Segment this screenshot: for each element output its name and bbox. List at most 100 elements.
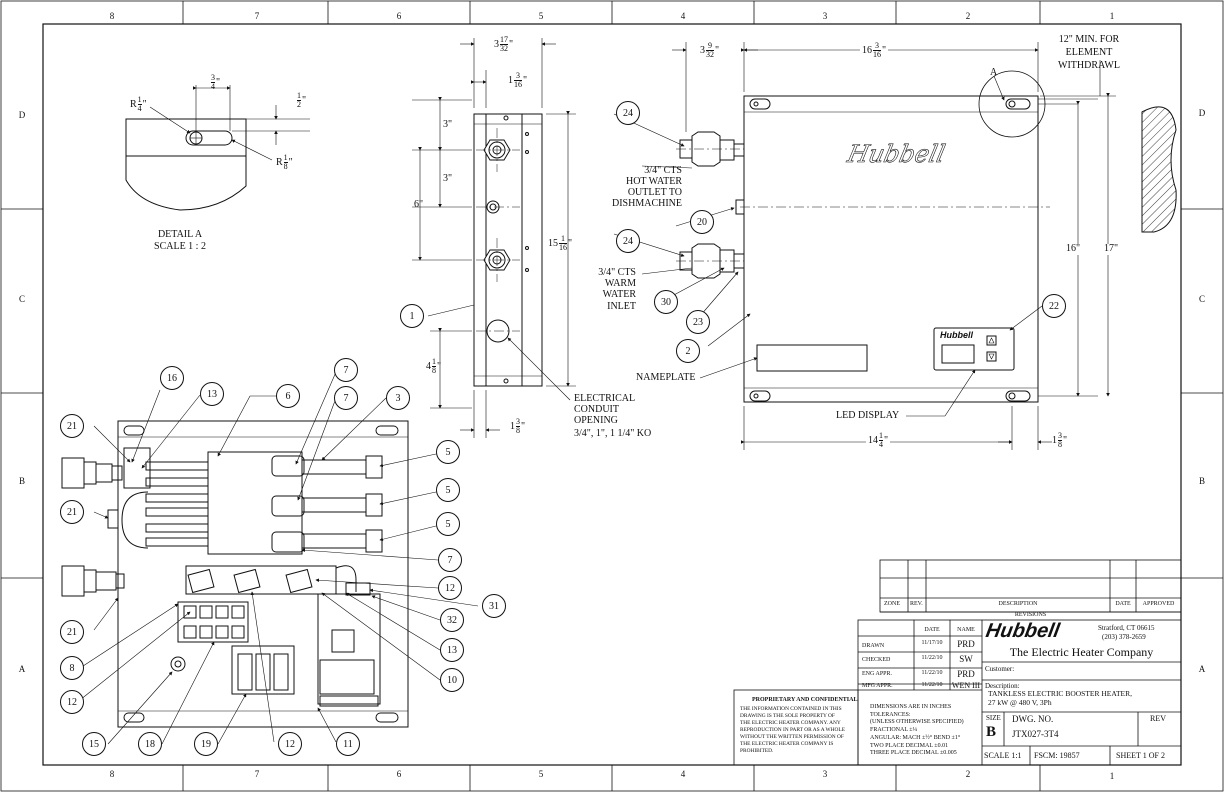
title-sheet: SHEET 1 OF 2 [1116,751,1165,760]
min-note-1: 12" MIN. FOR [1058,34,1120,45]
approvals-date-checked: 11/22/10 [921,655,943,661]
zone-2-top: 2 [965,11,971,21]
zone-c-right: C [1198,294,1205,304]
warm-inlet-1: 3/4" CTS [598,267,636,278]
balloon-2: 2 [676,339,700,363]
approvals-date-eng: 11/22/10 [921,670,943,676]
title-dwg-no-label: DWG. NO. [1012,714,1054,724]
balloon-21b: 21 [60,500,84,524]
balloon-22: 22 [1042,294,1066,318]
tolerance-line-2: TOLERANCES: [870,712,911,718]
tolerance-line-7: THREE PLACE DECIMAL ±0.005 [870,750,957,756]
proprietary-title: PROPRIETARY AND CONFIDENTIAL [752,697,858,703]
balloon-21a: 21 [60,414,84,438]
warm-inlet-4: INLET [607,301,636,312]
side-dim-3a: 3" [443,119,453,130]
zone-1-top: 1 [1109,11,1115,21]
balloon-19: 19 [194,732,218,756]
balloon-5c: 5 [436,512,460,536]
revisions-title: REVISIONS [1014,612,1047,618]
balloon-11: 11 [336,732,360,756]
front-hubbell-logo: Hubbell [845,140,948,169]
detail-a-callout: A [990,67,998,78]
balloon-31: 31 [482,594,506,618]
balloon-18: 18 [138,732,162,756]
proprietary-line-4: REPRODUCTION IN PART OR AS A WHOLE [740,727,846,733]
proprietary-line-5: WITHOUT THE WRITTEN PERMISSION OF [740,734,844,740]
zone-b-left: B [18,476,25,486]
zone-a-left: A [18,664,26,674]
zone-8-top: 8 [109,11,115,21]
panel-hubbell-logo: Hubbell [940,330,973,340]
hot-outlet-4: DISHMACHINE [612,198,682,209]
balloon-30: 30 [654,290,678,314]
balloon-16: 16 [160,366,184,390]
warm-inlet-2: WARM [604,278,636,289]
conduit-note-3: OPENING [574,415,618,426]
title-hubbell-logo: Hubbell [984,620,1062,642]
balloon-12c: 12 [278,732,302,756]
title-size-value: B [986,724,997,740]
balloon-7c: 7 [438,548,462,572]
zone-5-bottom: 5 [538,769,544,779]
zone-4-top: 4 [680,11,686,21]
balloon-10: 10 [440,668,464,692]
title-fscm: FSCM: 19857 [1034,751,1080,760]
zone-d-left: D [18,110,26,120]
balloon-13b: 13 [440,638,464,662]
zone-c-left: C [18,294,25,304]
title-scale: SCALE 1:1 [984,751,1022,760]
front-dim-17: 17" [1104,243,1119,255]
approvals-name-drawn: PRD [957,639,975,649]
rev-approved-header: APPROVED [1142,601,1175,607]
approvals-date-mfg: 11/22/10 [921,682,943,688]
led-display-label: LED DISPLAY [836,410,900,421]
balloon-8: 8 [60,656,84,680]
rev-date-header: DATE [1115,601,1131,607]
balloon-21c: 21 [60,620,84,644]
warm-inlet-3: WATER [602,289,636,300]
balloon-15: 15 [82,732,106,756]
balloon-12b: 12 [60,690,84,714]
balloon-12a: 12 [438,576,462,600]
title-rev-label: REV [1150,714,1166,723]
min-note-2: ELEMENT [1065,47,1113,58]
zone-7-top: 7 [254,11,260,21]
zone-a-right: A [1198,664,1206,674]
rev-description-header: DESCRIPTION [998,601,1038,607]
approvals-role-checked: CHECKED [862,657,891,663]
zone-7-bottom: 7 [254,769,260,779]
conduit-note-1: ELECTRICAL [574,393,636,404]
zone-6-bottom: 6 [396,769,402,779]
side-dim-6: 6" [414,199,424,210]
balloon-24b: 24 [616,229,640,253]
min-note-3: WITHDRAWL [1058,60,1120,71]
title-company-name: The Electric Heater Company [1009,645,1154,659]
balloon-6: 6 [276,384,300,408]
title-customer-label: Customer: [985,665,1015,673]
hot-outlet-1: 3/4" CTS [644,165,682,176]
proprietary-line-1: THE INFORMATION CONTAINED IN THIS [740,706,842,712]
zone-4-bottom: 4 [680,769,686,779]
front-dim-16: 16" [1066,243,1081,255]
approvals-name-eng: PRD [957,669,975,679]
balloon-23: 23 [686,310,710,334]
balloon-20: 20 [690,210,714,234]
title-description-2: 27 kW @ 480 V, 3Ph [988,698,1052,707]
title-address-2: (203) 378-2659 [1102,633,1146,641]
zone-6-top: 6 [396,11,402,21]
proprietary-line-6: THE ELECTRIC HEATER COMPANY IS [740,741,834,747]
balloon-7a: 7 [334,358,358,382]
rev-rev-header: REV. [910,601,923,607]
